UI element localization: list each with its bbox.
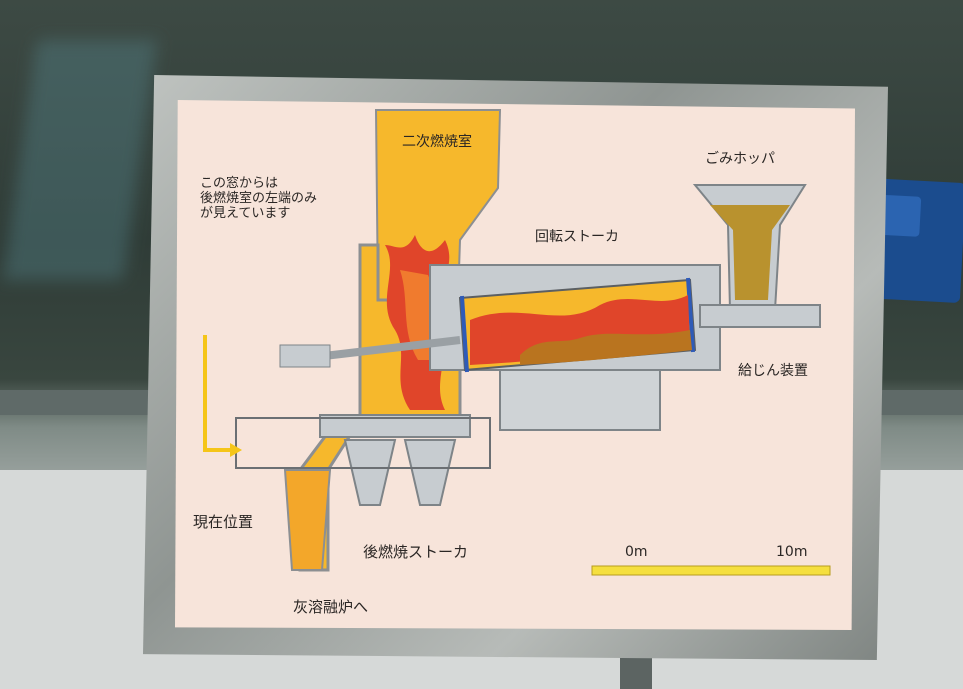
ash-chute xyxy=(283,469,332,571)
secondary-chamber-label: 二次燃焼室 xyxy=(402,134,472,150)
window-note-line-1: この窓からは xyxy=(200,176,279,191)
kiln-end-left xyxy=(460,295,469,373)
hopper-waste-fill xyxy=(710,205,790,300)
window-note-line-2: 後燃焼室の左端のみ xyxy=(200,191,318,206)
viewing-window-outline xyxy=(235,417,491,469)
duct-fan xyxy=(279,344,331,368)
rotary-stoker-label: 回転ストーカ xyxy=(535,229,619,245)
ash-melting-furnace-label: 灰溶融炉へ xyxy=(293,598,369,616)
ash-hopper-left xyxy=(343,439,397,506)
kiln-waste-bed xyxy=(520,330,692,365)
shaft-flames-inner xyxy=(400,270,433,360)
kiln-end-right xyxy=(686,277,695,353)
post-combustion-stoker-label: 後燃焼ストーカ xyxy=(363,543,469,561)
scale-end-label: 10m xyxy=(776,544,808,560)
arrow-head xyxy=(230,443,242,457)
stoker-mechanism xyxy=(499,369,661,431)
feeder-device xyxy=(699,304,821,328)
post-combustion-grate xyxy=(319,414,471,438)
window-note: この窓からは 後燃焼室の左端のみ が見えています xyxy=(200,176,317,221)
scale-start-label: 0m xyxy=(625,544,648,560)
ash-hopper-right xyxy=(403,439,457,506)
scale-bar xyxy=(591,565,831,576)
waste-hopper-label: ごみホッパ xyxy=(705,151,775,167)
current-position-label: 現在位置 xyxy=(193,513,254,531)
window-note-line-3: が見えています xyxy=(200,206,291,221)
feeder-label: 給じん装置 xyxy=(738,363,808,379)
current-position-arrow xyxy=(203,335,230,452)
